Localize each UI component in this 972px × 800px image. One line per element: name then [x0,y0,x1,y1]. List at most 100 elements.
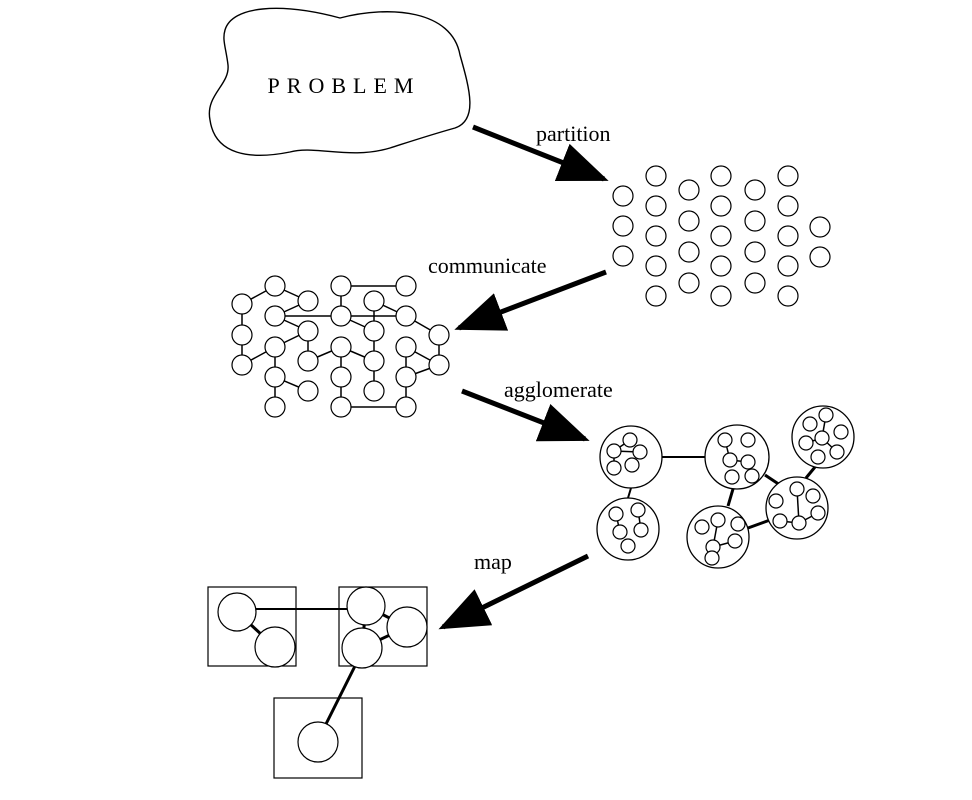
task-node [363,350,385,372]
task-node [722,452,738,468]
task-node [231,354,253,376]
task-node [744,179,766,201]
task-node [805,488,821,504]
task-node [833,424,849,440]
task-node [264,396,286,418]
task-node [777,165,799,187]
task-node [810,505,826,521]
task-node [678,241,700,263]
task-node [645,195,667,217]
mapped-link [324,665,357,725]
task-node [264,275,286,297]
task-node [710,255,732,277]
task-node [633,522,649,538]
task-node [395,336,417,358]
task-node [612,524,628,540]
task-node [630,502,646,518]
task-node [724,469,740,485]
task-node [744,241,766,263]
mapped-task [341,627,383,669]
task-node [330,336,352,358]
task-node [678,272,700,294]
task-node [789,481,805,497]
agglomerated-link [726,488,735,507]
task-node [645,165,667,187]
task-node [727,533,743,549]
mapped-task [386,606,428,648]
task-node [297,290,319,312]
task-node [710,165,732,187]
agglomerated-link [747,518,771,530]
task-node [645,285,667,307]
agglomerate-arrow [461,388,590,442]
task-node [632,444,648,460]
task-node [710,225,732,247]
task-node [363,320,385,342]
task-node [744,468,760,484]
task-node [264,305,286,327]
map-processors [207,586,428,779]
task-node [231,293,253,315]
step-label-communicate: communicate [428,253,547,278]
task-node [710,195,732,217]
task-node [645,255,667,277]
task-node [694,519,710,535]
task-node [777,285,799,307]
task-node [710,512,726,528]
task-node [744,272,766,294]
task-node [330,275,352,297]
task-node [622,432,638,448]
problem-blob: PROBLEM [208,7,471,156]
task-node [297,320,319,342]
partition-task-grid [612,165,831,307]
task-node [717,432,733,448]
mapped-task [217,592,257,632]
task-node [612,185,634,207]
agglomerated-link [627,487,632,499]
task-node [624,457,640,473]
communicate-arrow [454,269,607,331]
task-node [740,454,756,470]
task-node [678,179,700,201]
step-label-partition: partition [536,121,611,146]
partition-arrow [472,124,609,182]
task-node [606,460,622,476]
task-node [363,380,385,402]
task-node [744,210,766,232]
task-node [710,285,732,307]
communicate-task-graph [231,275,450,418]
task-node [395,305,417,327]
task-node [818,407,834,423]
task-node [798,435,814,451]
task-node [810,449,826,465]
task-node [740,432,756,448]
task-node [297,380,319,402]
task-node [297,350,319,372]
mapped-task [346,586,386,626]
task-node [678,210,700,232]
mapped-task [297,721,339,763]
task-node [608,506,624,522]
task-node [330,396,352,418]
task-node [330,366,352,388]
task-node [231,324,253,346]
agglomerate-groups [596,405,855,569]
task-node [802,416,818,432]
task-node [809,216,831,238]
task-node [612,215,634,237]
step-label-agglomerate: agglomerate [504,377,613,402]
task-node [768,493,784,509]
task-node [809,246,831,268]
task-node [772,513,788,529]
step-label-map: map [474,549,512,574]
mapped-task [254,626,296,668]
task-node [395,275,417,297]
task-node [777,225,799,247]
task-node [814,430,830,446]
problem-label: PROBLEM [268,73,421,98]
map-arrow [438,553,590,630]
task-node [612,245,634,267]
task-node [264,366,286,388]
task-node [428,324,450,346]
